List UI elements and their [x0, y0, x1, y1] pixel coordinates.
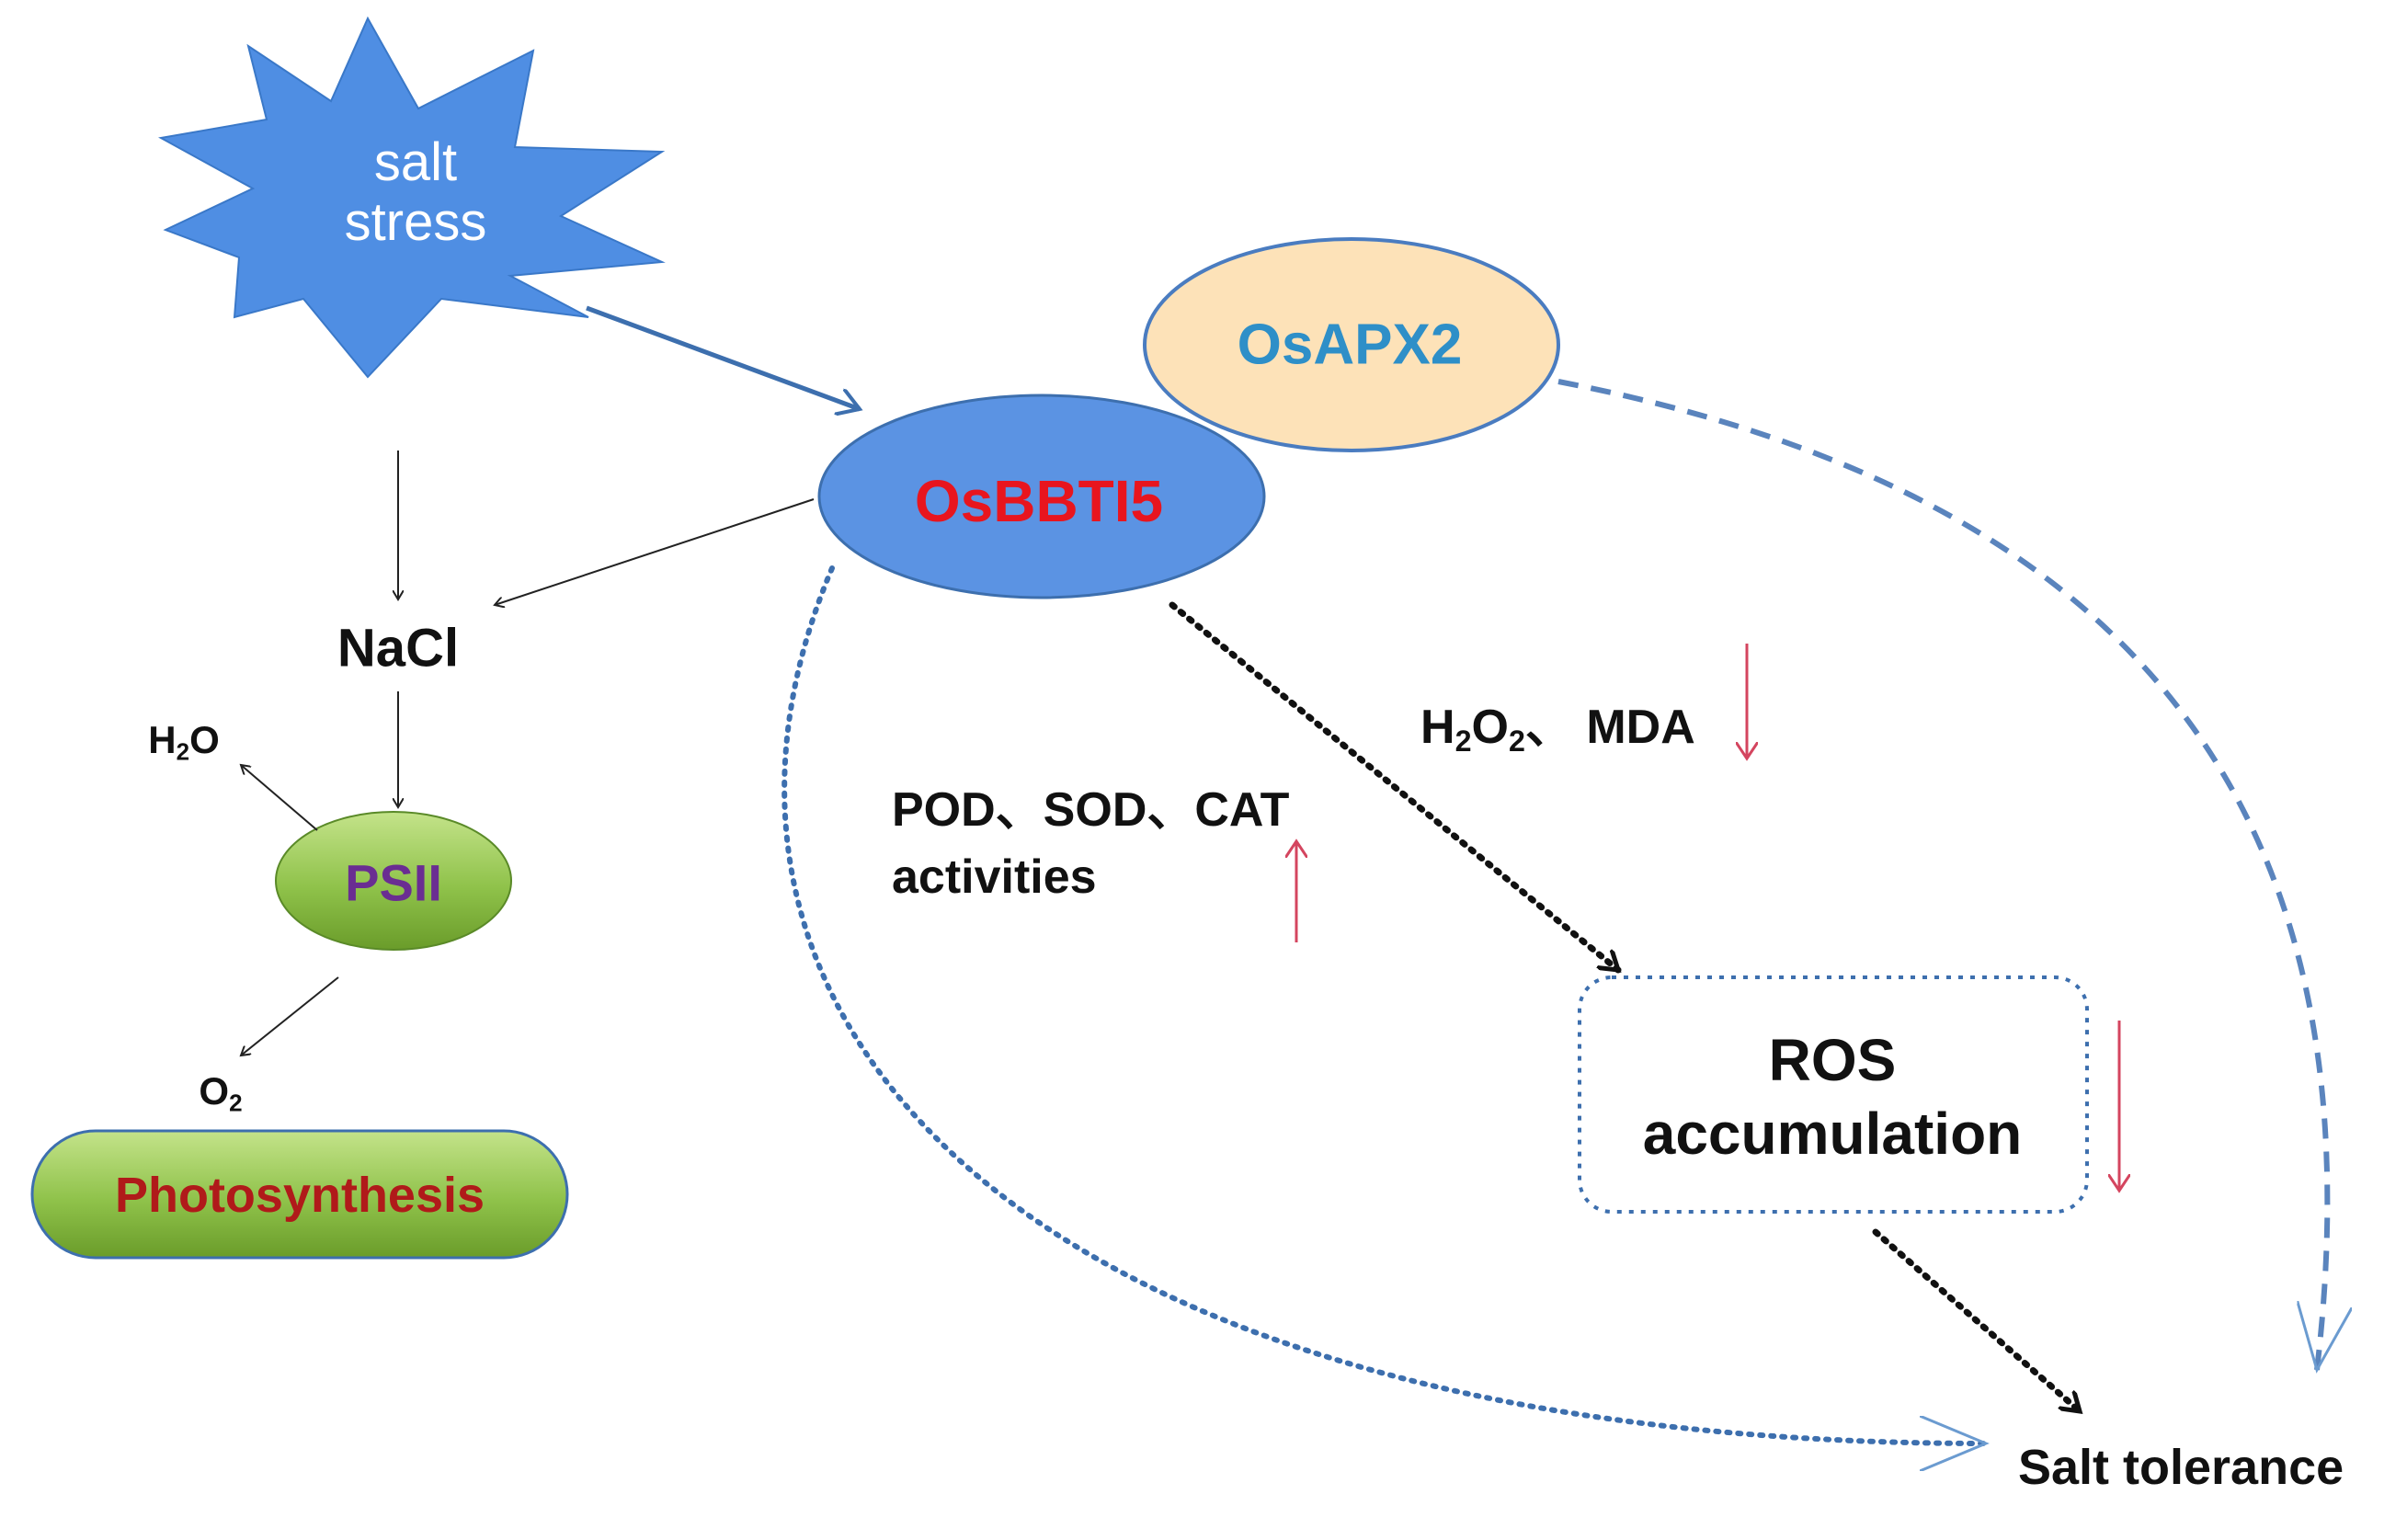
osbbti5-node [817, 394, 1266, 599]
salt-stress-label: salt stress [344, 132, 487, 252]
osbbti5-label: OsBBTI5 [914, 468, 1164, 534]
photosynthesis-label: Photosynthesis [114, 1168, 485, 1223]
osapx2-node [1143, 237, 1560, 452]
salt-stress-star [158, 16, 666, 379]
psii-node [275, 811, 512, 951]
photosynthesis-node [30, 1129, 569, 1260]
arrow-psii-to-o2 [241, 976, 339, 1055]
arrow-osbbti5-to-ros [1169, 601, 1618, 974]
salt-tolerance-label: Salt tolerance [2018, 1440, 2344, 1495]
ros-box [1578, 975, 2089, 1214]
arrow-osbbti5-to-nacl [495, 498, 815, 605]
osapx2-label: OsAPX2 [1237, 313, 1463, 377]
o2-label: O2 [199, 1069, 243, 1117]
ros-label: ROS accumulation [1642, 1027, 2023, 1167]
arrow-osbbti5-to-tolerance [781, 565, 1986, 1443]
nacl-label: NaCl [337, 618, 460, 679]
h2o2-mda-label: H2O2、 MDA [1420, 701, 1695, 759]
enzymes-label: POD、SOD、CAT activities [892, 783, 1290, 904]
arrow-ros-to-tolerance [1872, 1228, 2083, 1415]
arrow-osapx2-to-tolerance [1557, 379, 2327, 1370]
psii-label: PSII [345, 853, 442, 912]
h2o-label: H2O [148, 718, 220, 766]
arrow-psii-to-h2o [241, 765, 318, 831]
arrow-stress-to-osbbti5 [586, 305, 860, 409]
